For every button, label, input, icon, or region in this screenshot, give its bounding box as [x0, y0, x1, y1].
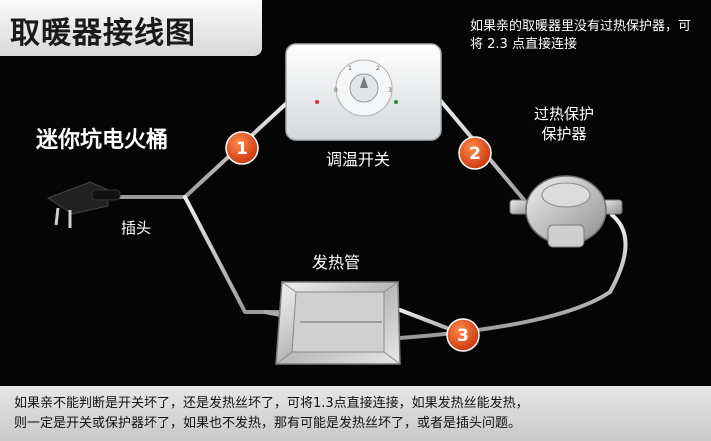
point-label-3: 3 — [457, 326, 469, 346]
bottom-note-bar: 如果亲不能判断是开关坏了，还是发热丝坏了，可将1.3点直接连接，如果发热丝能发热… — [0, 386, 711, 441]
svg-text:1: 1 — [348, 65, 352, 72]
switch-label: 调温开关 — [326, 150, 391, 169]
thermostat-switch-icon: 1 2 3 0 — [285, 43, 442, 141]
heater-label: 发热管 — [312, 253, 361, 272]
bottom-note-line1: 如果亲不能判断是开关坏了，还是发热丝坏了，可将1.3点直接连接，如果发热丝能发热… — [14, 396, 529, 411]
svg-text:3: 3 — [388, 87, 392, 94]
wire-plug-to-heater — [183, 195, 287, 314]
point-badge-3: 3 — [446, 318, 480, 352]
svg-text:2: 2 — [376, 65, 380, 72]
page-title: 取暖器接线图 — [10, 16, 196, 51]
protector-label: 过热保护 保护器 — [534, 104, 594, 144]
svg-text:0: 0 — [334, 87, 338, 94]
point-label-1: 1 — [236, 139, 248, 159]
bottom-note-line2: 则一定是开关或保护器坏了，如果也不发热，那有可能是发热丝坏了，或者是插头问题。 — [14, 416, 522, 431]
plug-icon — [46, 181, 121, 228]
thermal-protector-icon — [509, 175, 623, 248]
point-label-2: 2 — [469, 144, 481, 164]
device-label: 迷你坑电火桶 — [36, 128, 169, 153]
title-bar: 取暖器接线图 — [0, 0, 262, 56]
bottom-note: 如果亲不能判断是开关坏了，还是发热丝坏了，可将1.3点直接连接，如果发热丝能发热… — [14, 394, 704, 434]
plug-label: 插头 — [121, 219, 152, 237]
protector-label-line2: 保护器 — [541, 125, 587, 143]
protector-label-line1: 过热保护 — [534, 105, 595, 123]
point-badge-1: 1 — [225, 131, 259, 165]
top-note: 如果亲的取暖器里没有过热保护器，可将 2.3 点直接连接 — [470, 19, 692, 52]
heating-tube-icon — [275, 281, 401, 365]
point-badge-2: 2 — [458, 136, 492, 170]
